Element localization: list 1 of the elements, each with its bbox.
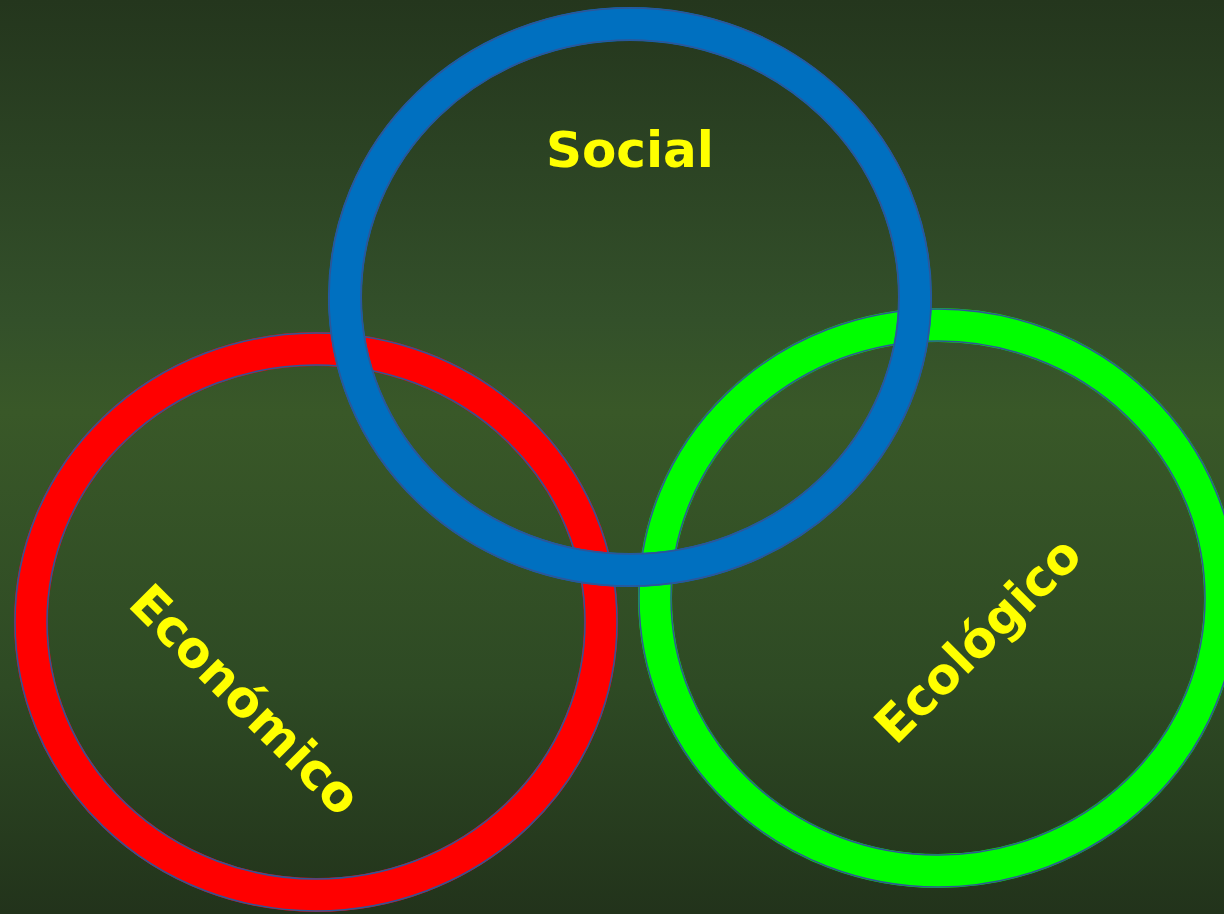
ring-label: Social	[546, 125, 714, 175]
